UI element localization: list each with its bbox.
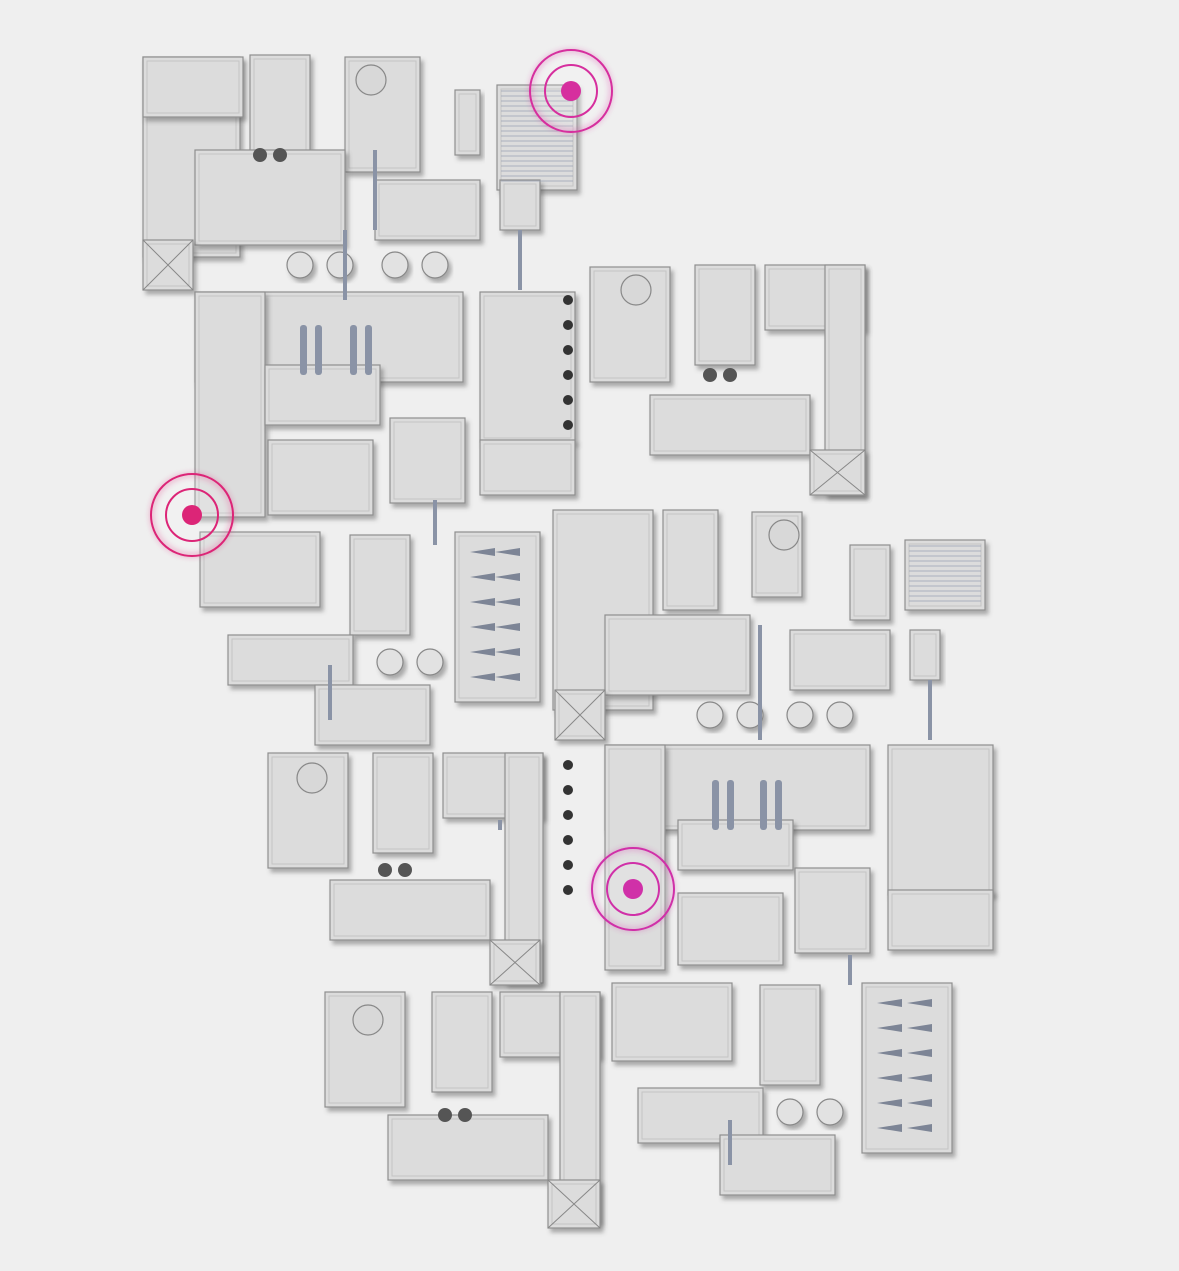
building — [479, 291, 576, 443]
building — [849, 544, 891, 621]
building — [389, 417, 466, 504]
storage-tank — [376, 648, 404, 676]
building — [227, 634, 354, 686]
building — [496, 84, 578, 191]
storage-tank — [816, 1098, 844, 1126]
marker-dot — [623, 879, 643, 899]
building — [249, 54, 311, 156]
building — [479, 439, 576, 496]
duct-opening — [273, 148, 287, 162]
building — [611, 982, 733, 1062]
building — [794, 867, 871, 954]
building — [387, 1114, 549, 1181]
location-marker[interactable] — [591, 847, 675, 931]
duct-opening — [703, 368, 717, 382]
vent-cross-icon — [489, 939, 541, 986]
roof-fin — [877, 1024, 902, 1032]
building — [264, 364, 381, 426]
silo-roof — [768, 519, 800, 551]
building — [372, 752, 434, 854]
duct-opening — [723, 368, 737, 382]
roof-fin — [470, 548, 495, 556]
roof-fin — [877, 1099, 902, 1107]
roof-fin — [877, 999, 902, 1007]
building — [759, 984, 821, 1086]
building — [789, 629, 891, 691]
building — [887, 744, 994, 896]
building — [194, 291, 266, 518]
buildings-layer — [142, 54, 994, 1229]
silo-roof — [620, 274, 652, 306]
building — [431, 991, 493, 1093]
storage-tank — [381, 251, 409, 279]
exhaust-stack — [350, 325, 357, 375]
building — [719, 1134, 836, 1196]
rooftop-details-layer — [142, 64, 981, 1229]
vent-cross-icon — [554, 689, 606, 741]
marker-dot — [561, 81, 581, 101]
storage-tank — [826, 701, 854, 729]
building — [329, 879, 491, 941]
vent-cross-icon — [809, 449, 866, 496]
vent-cross-icon — [547, 1179, 601, 1229]
building — [649, 394, 811, 456]
exhaust-stack — [727, 780, 734, 830]
roof-fin — [470, 673, 495, 681]
roof-fin — [470, 648, 495, 656]
roof-fin — [877, 1074, 902, 1082]
marker-dot — [182, 505, 202, 525]
duct-opening — [253, 148, 267, 162]
duct-opening — [378, 863, 392, 877]
exhaust-stack — [315, 325, 322, 375]
location-marker[interactable] — [150, 473, 234, 557]
building — [694, 264, 756, 366]
storage-tank — [326, 251, 354, 279]
building — [861, 982, 953, 1154]
duct-opening — [438, 1108, 452, 1122]
roof-fin — [470, 573, 495, 581]
storage-tank — [736, 701, 764, 729]
silo-roof — [355, 64, 387, 96]
exhaust-stack — [712, 780, 719, 830]
storage-tank — [696, 701, 724, 729]
storage-tank — [776, 1098, 804, 1126]
building — [887, 889, 994, 951]
storage-tank — [286, 251, 314, 279]
roof-fin — [470, 623, 495, 631]
building — [499, 179, 541, 231]
building — [314, 684, 431, 746]
building — [637, 1087, 764, 1144]
roof-fin — [877, 1124, 902, 1132]
silo-roof — [352, 1004, 384, 1036]
building — [349, 534, 411, 636]
location-markers-layer — [150, 49, 675, 931]
storage-tank — [416, 648, 444, 676]
building — [194, 149, 346, 246]
building — [454, 531, 541, 703]
storage-tank — [421, 251, 449, 279]
building — [142, 56, 244, 118]
building — [909, 629, 941, 681]
building — [904, 539, 986, 611]
building — [662, 509, 719, 611]
location-marker[interactable] — [529, 49, 613, 133]
roof-fin — [470, 598, 495, 606]
exhaust-stack — [365, 325, 372, 375]
building — [677, 819, 794, 871]
building — [677, 892, 784, 966]
building — [604, 614, 751, 696]
exhaust-stack — [775, 780, 782, 830]
storage-tank — [786, 701, 814, 729]
exhaust-stack — [300, 325, 307, 375]
silo-roof — [296, 762, 328, 794]
building — [267, 439, 374, 516]
duct-opening — [398, 863, 412, 877]
building — [604, 744, 666, 971]
duct-opening — [458, 1108, 472, 1122]
vent-cross-icon — [142, 239, 194, 291]
roof-fin — [877, 1049, 902, 1057]
exhaust-stack — [760, 780, 767, 830]
building — [374, 179, 481, 241]
